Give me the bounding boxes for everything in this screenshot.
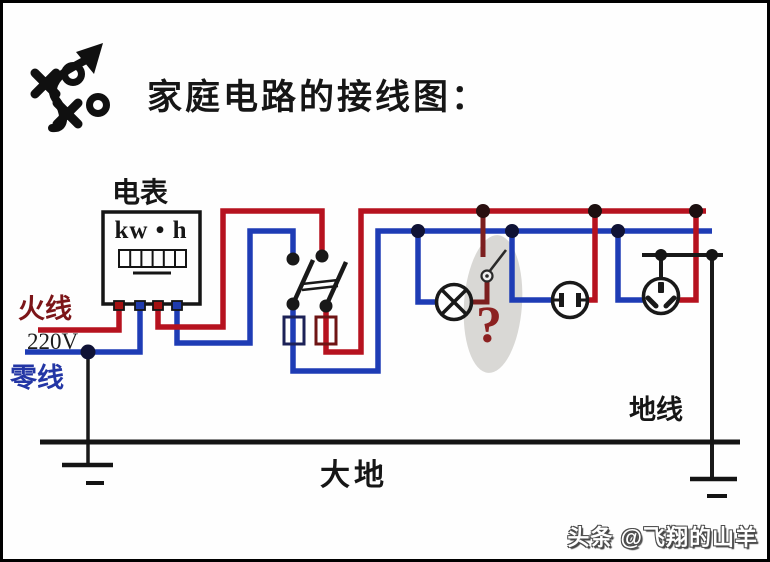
ground-wire-label: 地线 xyxy=(629,395,683,425)
socket-three-prong xyxy=(641,276,681,316)
live-meter-to-switch xyxy=(155,208,325,330)
meter-register xyxy=(118,249,187,268)
lamp-switch-wires xyxy=(470,213,490,305)
highlight-ellipse xyxy=(463,235,523,373)
meter-box xyxy=(101,210,202,311)
meter-label: 电表 xyxy=(112,177,169,208)
live-wire-label: 火线 xyxy=(18,294,72,324)
neutral-drop-socket3 xyxy=(615,231,644,303)
voltage-label: 220V xyxy=(27,329,79,354)
neutral-bus xyxy=(290,228,712,374)
live-in-wire xyxy=(38,307,122,333)
switch-to-lamp xyxy=(470,281,490,305)
neutral-wires xyxy=(25,228,712,374)
ground-wires xyxy=(86,253,723,478)
fuse-neutral xyxy=(282,315,306,346)
live-drop-socket2 xyxy=(587,211,598,303)
neutral-meter-to-switch xyxy=(174,228,296,346)
earth-label: 大地 xyxy=(320,459,388,492)
question-mark: ? xyxy=(476,297,502,354)
lamp-wall-switch xyxy=(480,249,508,283)
watermark-text: 头条 @飞翔的山羊 xyxy=(567,525,758,550)
strategy-logo-icon xyxy=(30,43,110,133)
meter-unit-text: kw • h xyxy=(114,217,188,244)
neutral-in-wire xyxy=(25,307,143,355)
page-title: 家庭电路的接线图： xyxy=(147,78,490,117)
junction-dots xyxy=(80,204,718,360)
live-drop-socket3 xyxy=(678,211,699,303)
knife-switch xyxy=(286,249,349,313)
socket-two-prong xyxy=(550,280,590,320)
fuse-live xyxy=(314,315,338,346)
neutral-drop-socket2 xyxy=(509,231,553,303)
neutral-wire-label: 零线 xyxy=(10,363,64,393)
earth xyxy=(40,439,740,498)
neutral-drop-lamp xyxy=(415,231,437,305)
meter-terminals xyxy=(113,300,183,311)
lamp-symbol xyxy=(434,282,474,322)
